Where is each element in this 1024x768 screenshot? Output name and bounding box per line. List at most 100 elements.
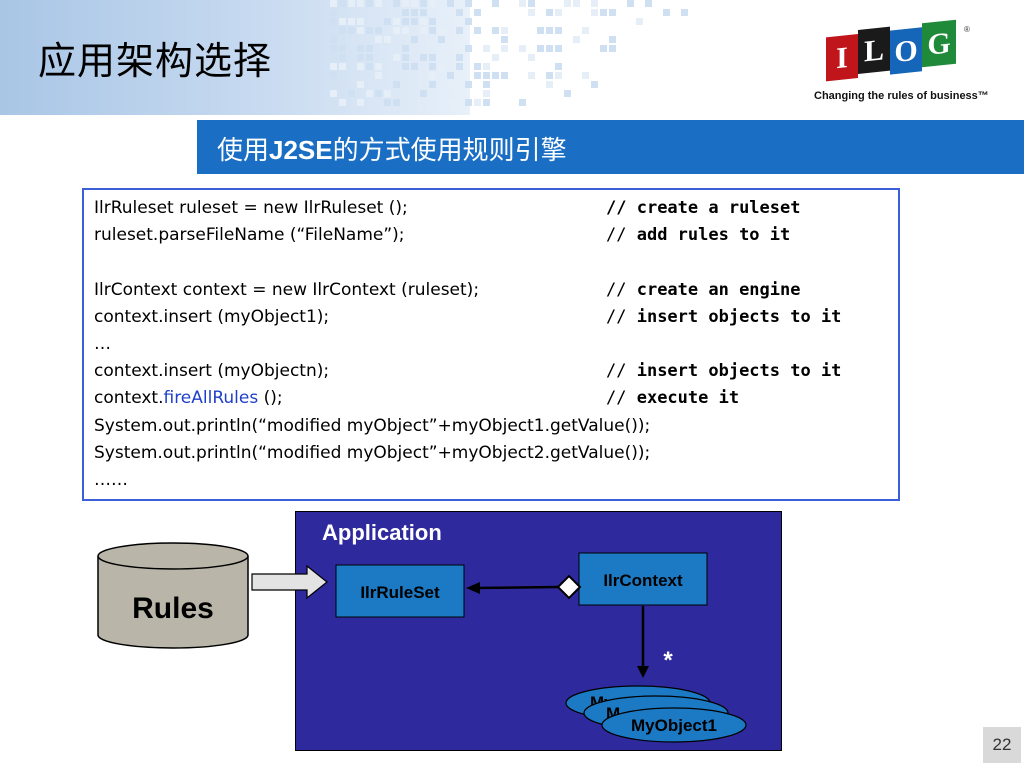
header-pixel (519, 0, 526, 7)
header-pixel (357, 99, 364, 106)
header-pixel (330, 18, 337, 25)
header-pixel (438, 63, 445, 70)
code-line: …… (94, 470, 128, 490)
header-pixel (429, 27, 436, 34)
subtitle-bar: 使用J2SE的方式使用规则引擎 (197, 120, 1024, 174)
header-pixel (645, 0, 652, 7)
code-comment: // create an engine (606, 280, 800, 300)
header-pixel (339, 27, 346, 34)
load-arrow (251, 564, 328, 600)
header-pixel (555, 27, 562, 34)
header-pixel (384, 18, 391, 25)
header-pixel (564, 0, 571, 7)
header-pixel (474, 99, 481, 106)
header-pixel (537, 45, 544, 52)
header-pixel (537, 27, 544, 34)
header-pixel (501, 72, 508, 79)
header-pixel (447, 0, 454, 7)
context-label: IlrContext (603, 571, 683, 590)
comment-slash: // (606, 225, 627, 245)
header-pixel (438, 36, 445, 43)
header-pixel (366, 45, 373, 52)
header-pixel (456, 63, 463, 70)
header-pixel (429, 18, 436, 25)
header-pixel (384, 36, 391, 43)
header-pixel (627, 0, 634, 7)
code-line: context.fireAllRules (); (94, 388, 283, 408)
header-pixel (591, 0, 598, 7)
ilog-logo-mark: I L O G ® (826, 19, 970, 82)
header-pixel (402, 9, 409, 16)
aggregation-diamond (556, 574, 582, 600)
header-pixel (411, 63, 418, 70)
header-pixel (339, 45, 346, 52)
comment-text: insert objects to it (626, 361, 842, 381)
header-pixel (402, 54, 409, 61)
header-pixel (402, 18, 409, 25)
header-pixel (357, 54, 364, 61)
comment-slash: // (606, 388, 627, 408)
header-pixel (546, 27, 553, 34)
code-line: IlrContext context = new IlrContext (rul… (94, 280, 480, 300)
header-pixel (492, 54, 499, 61)
header-pixel (357, 18, 364, 25)
header-pixel (573, 0, 580, 7)
header-pixel (447, 99, 454, 106)
subtitle-text: 使用J2SE的方式使用规则引擎 (217, 130, 567, 167)
header-pixel (465, 45, 472, 52)
header-pixel (429, 63, 436, 70)
header-pixel (528, 54, 535, 61)
header-pixel (375, 27, 382, 34)
header-pixel (411, 36, 418, 43)
header-pixel (411, 18, 418, 25)
comment-text: create an engine (626, 280, 801, 300)
header-pixel (384, 90, 391, 97)
header-pixel (609, 45, 616, 52)
header-pixel (366, 0, 373, 7)
page-number: 22 (983, 727, 1021, 763)
header-pixel (546, 9, 553, 16)
header-pixel (573, 36, 580, 43)
header-pixel (330, 36, 337, 43)
comment-text: add rules to it (626, 225, 791, 245)
code-text: context. (94, 388, 164, 408)
header-pixel (555, 45, 562, 52)
association-line (475, 585, 559, 590)
logo-letter: L (864, 32, 884, 68)
header-pixel (330, 0, 337, 7)
header-pixel (375, 90, 382, 97)
header-pixel (474, 72, 481, 79)
header-pixel (555, 72, 562, 79)
rules-cylinder: Rules (97, 542, 249, 649)
header-pixel (546, 72, 553, 79)
code-comment: // insert objects to it (606, 307, 841, 327)
header-pixel (465, 0, 472, 7)
header-pixel (582, 27, 589, 34)
header-pixel (483, 45, 490, 52)
header-pixel (393, 18, 400, 25)
header-pixel (348, 18, 355, 25)
subtitle-suffix: 的方式使用规则引擎 (332, 136, 567, 166)
contains-arrowhead (637, 666, 649, 678)
code-line: … (94, 334, 111, 354)
header-pixel (429, 72, 436, 79)
header-pixel (600, 9, 607, 16)
header-pixel (555, 9, 562, 16)
header-pixel (411, 0, 418, 7)
header-pixel (546, 81, 553, 88)
header-gradient (0, 0, 470, 115)
logo-letter: G (927, 25, 950, 61)
header-pixel-pattern (330, 0, 688, 106)
comment-text: execute it (626, 388, 740, 408)
header-pixel (429, 81, 436, 88)
header-pixel (501, 45, 508, 52)
header-pixel (420, 27, 427, 34)
header-pixel (447, 81, 454, 88)
header-pixel (600, 45, 607, 52)
header-pixel (474, 63, 481, 70)
header-pixel (357, 45, 364, 52)
ilog-logo: I L O G ® Changing the rules of business… (814, 18, 989, 102)
header-pixel (393, 81, 400, 88)
header-pixel (357, 63, 364, 70)
header-pixel (339, 18, 346, 25)
